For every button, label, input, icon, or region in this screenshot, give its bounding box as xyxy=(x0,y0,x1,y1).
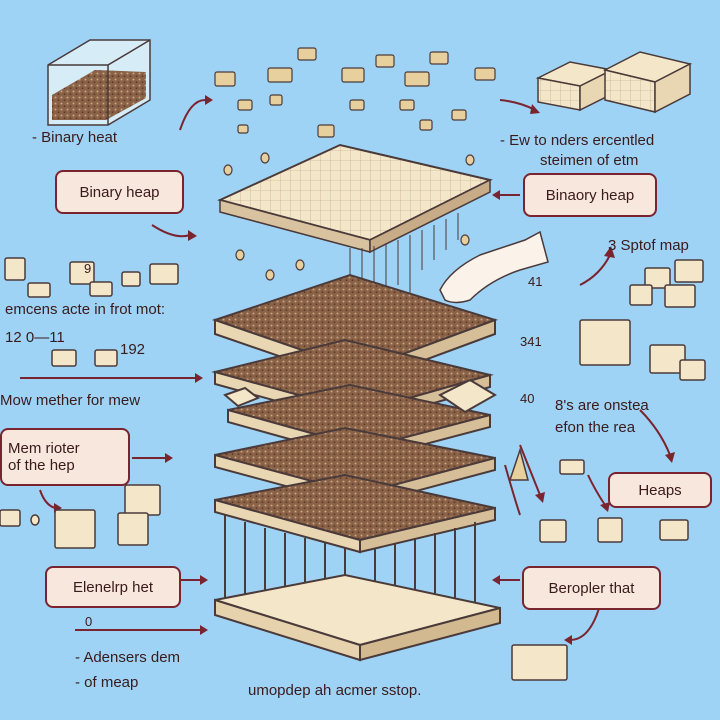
label-40: 40 xyxy=(520,391,535,406)
label-emcens-acte: emcens acte in frot mot: xyxy=(5,301,166,318)
heap-base xyxy=(214,515,501,662)
arrow-heads xyxy=(54,95,675,645)
label-mow-mether: Mow mether for mew xyxy=(0,392,141,409)
top-grid-slab xyxy=(217,143,493,320)
glass-container xyxy=(47,39,151,126)
label-spotf-map: 3 Sptof map xyxy=(608,237,689,254)
arrow-heaps-2 xyxy=(587,474,606,506)
mem-rioter-box: Mem rioter of the hep xyxy=(0,428,130,486)
binary-heap-box-left: Binary heap xyxy=(55,170,184,214)
arrow-ew xyxy=(499,99,536,111)
mem-rioter-line1: Mem rioter xyxy=(8,440,80,457)
label-0: 0 xyxy=(85,614,93,629)
falling-pieces xyxy=(214,47,496,281)
label-bs-are: 8's are onstea xyxy=(555,397,649,414)
grid-blocks-top-right xyxy=(535,51,693,114)
connector-arrows xyxy=(20,99,671,641)
label-ew-to-nders: - Ew to nders ercentled xyxy=(500,132,655,149)
label-192: 192 xyxy=(120,341,146,358)
heap-layers xyxy=(211,273,499,554)
label-umopdep: umopdep ah acmer sstop. xyxy=(248,682,422,699)
arrow-heaps xyxy=(639,409,671,456)
arrow-binary-heat xyxy=(179,99,206,131)
label-341: 341 xyxy=(520,334,542,349)
mem-rioter-line2: of the hep xyxy=(8,457,75,474)
heaps-box: Heaps xyxy=(608,472,712,508)
arrow-spotf xyxy=(579,254,611,286)
label-binary-heat: - Binary heat xyxy=(32,129,118,146)
arrow-center-right-2 xyxy=(504,464,521,516)
elenelrp-het-box: Elenelrp het xyxy=(45,566,181,608)
left-cubes xyxy=(0,257,179,549)
arrow-of-hep xyxy=(39,489,56,509)
beropler-that-box: Beropler that xyxy=(522,566,661,610)
arrow-binary-heap xyxy=(151,224,191,238)
arrow-beropler-down xyxy=(569,604,601,641)
label-41: 41 xyxy=(528,274,543,289)
label-steimen-of-etm: steimen of etm xyxy=(540,152,639,169)
label-efon-the-rea: efon the rea xyxy=(555,419,636,436)
label-of-meap: - of meap xyxy=(75,674,139,691)
label-nums-12: 12 0—11 xyxy=(5,329,65,346)
right-cubes xyxy=(508,259,706,681)
label-adensers-dem: - Adensers dem xyxy=(75,649,181,666)
heap-layer-5 xyxy=(214,473,496,554)
glove-hand xyxy=(439,230,549,304)
binaory-heap-box-right: Binaory heap xyxy=(523,173,657,217)
label-9: 9 xyxy=(84,261,92,276)
arrow-center-right xyxy=(519,444,541,496)
